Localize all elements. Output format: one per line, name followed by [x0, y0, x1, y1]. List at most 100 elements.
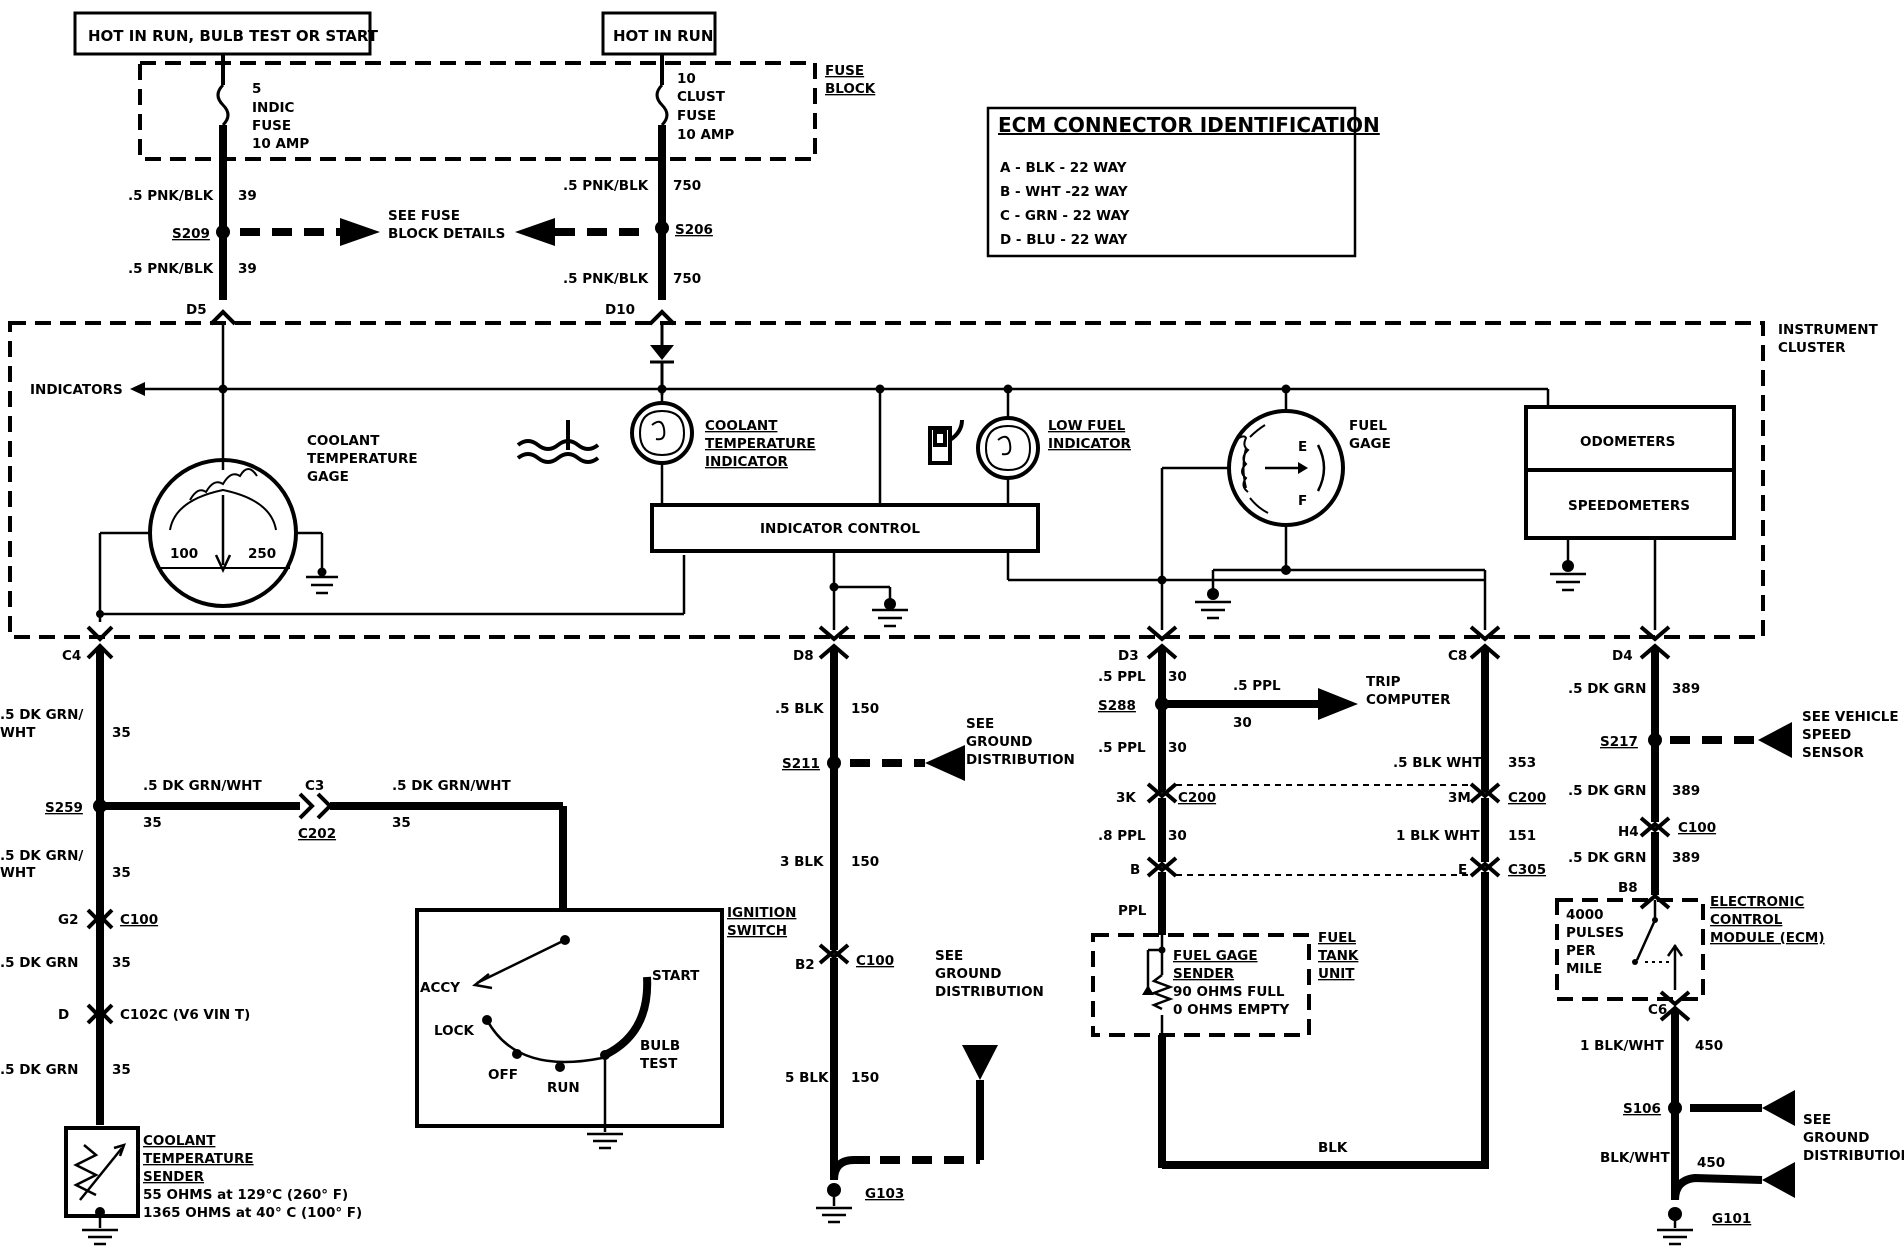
svg-text:D8: D8: [793, 648, 814, 664]
svg-text:A - BLK - 22 WAY: A - BLK - 22 WAY: [1000, 160, 1127, 176]
svg-text:C4: C4: [62, 648, 81, 664]
svg-text:35: 35: [143, 815, 162, 831]
coolant-temperature-indicator-lamp: [630, 395, 694, 505]
see-fuse-block-details: SEE FUSE BLOCK DETAILS: [388, 208, 505, 242]
svg-text:D3: D3: [1118, 648, 1139, 664]
svg-text:SEE: SEE: [966, 716, 994, 732]
ground-icon: [1550, 572, 1586, 592]
svg-text:55 OHMS at 129°C (260° F): 55 OHMS at 129°C (260° F): [143, 1187, 348, 1203]
svg-text:30: 30: [1168, 669, 1187, 685]
svg-text:4000: 4000: [1566, 907, 1604, 923]
arrow-right-icon: [1318, 688, 1358, 720]
svg-text:S106: S106: [1623, 1101, 1661, 1117]
svg-text:LOW FUEL: LOW FUEL: [1048, 418, 1126, 434]
svg-text:COMPUTER: COMPUTER: [1366, 692, 1451, 708]
splice-s206: [655, 221, 669, 235]
svg-text:100: 100: [170, 546, 198, 562]
electronic-control-module: 4000 PULSES PER MILE: [1555, 898, 1705, 1001]
svg-text:389: 389: [1672, 850, 1700, 866]
fuel-gage: E F: [1227, 409, 1345, 527]
wire-label: .5 PNK/BLK: [563, 178, 649, 194]
svg-text:.5 DK GRN/WHT: .5 DK GRN/WHT: [143, 778, 262, 794]
svg-text:B2: B2: [795, 957, 815, 973]
diode-icon: [650, 345, 674, 360]
svg-text:D4: D4: [1612, 648, 1633, 664]
svg-text:.5 DK GRN/WHT: .5 DK GRN/WHT: [392, 778, 511, 794]
svg-text:HOT IN RUN, BULB TEST OR START: HOT IN RUN, BULB TEST OR START: [88, 27, 379, 45]
svg-text:D - BLU - 22 WAY: D - BLU - 22 WAY: [1000, 232, 1128, 248]
svg-text:.5 DK GRN/: .5 DK GRN/: [0, 848, 83, 864]
svg-text:G101: G101: [1712, 1211, 1751, 1227]
svg-text:SEE VEHICLE: SEE VEHICLE: [1802, 709, 1899, 725]
splice-s209: [216, 225, 230, 239]
fuel-gage-label: FUEL GAGE: [1349, 418, 1391, 452]
svg-text:.5 BLK: .5 BLK: [775, 701, 824, 717]
instrument-cluster-label: INSTRUMENT CLUSTER: [1778, 322, 1879, 356]
svg-text:.5 DK GRN: .5 DK GRN: [0, 955, 78, 971]
svg-text:B - WHT -22 WAY: B - WHT -22 WAY: [1000, 184, 1128, 200]
svg-text:INDICATOR: INDICATOR: [705, 454, 789, 470]
svg-text:MILE: MILE: [1566, 961, 1602, 977]
svg-text:FUEL: FUEL: [1318, 930, 1356, 946]
svg-text:CLUST: CLUST: [677, 89, 726, 105]
vehicle-speed-sensor-label: SEE VEHICLE SPEED SENSOR: [1802, 709, 1899, 761]
svg-text:5: 5: [252, 81, 261, 97]
svg-text:TEST: TEST: [640, 1056, 678, 1072]
svg-text:TEMPERATURE: TEMPERATURE: [307, 451, 418, 467]
svg-text:3M: 3M: [1448, 790, 1471, 806]
arrow-left-icon: [515, 218, 555, 246]
ground-distribution-arrow-icon: [925, 745, 965, 781]
svg-text:WHT: WHT: [0, 865, 36, 881]
svg-text:.5 DK GRN/: .5 DK GRN/: [0, 707, 83, 723]
vehicle-speed-sensor-arrow-icon: [1758, 722, 1792, 758]
svg-text:IGNITION: IGNITION: [727, 905, 796, 921]
splice-s217: [1648, 733, 1662, 747]
indic-fuse-symbol: [216, 83, 230, 127]
svg-text:BLOCK: BLOCK: [825, 81, 876, 97]
coolant-temperature-gage: 100 250: [148, 458, 298, 608]
power-label-run-bulb: HOT IN RUN, BULB TEST OR START: [73, 11, 379, 56]
ground-distribution-arrow-icon: [1762, 1162, 1795, 1198]
svg-text:INSTRUMENT: INSTRUMENT: [1778, 322, 1879, 338]
fuel-tank-unit: [1091, 933, 1311, 1037]
see-ground-distribution-2: SEE GROUND DISTRIBUTION: [935, 948, 1044, 1000]
svg-text:SEE FUSE: SEE FUSE: [388, 208, 460, 224]
svg-text:.5 PPL: .5 PPL: [1098, 669, 1146, 685]
svg-text:.5 DK GRN: .5 DK GRN: [1568, 681, 1646, 697]
svg-text:FUSE: FUSE: [677, 108, 716, 124]
svg-text:INDIC: INDIC: [252, 100, 295, 116]
svg-text:.5 DK GRN: .5 DK GRN: [1568, 783, 1646, 799]
svg-text:D5: D5: [186, 302, 207, 318]
svg-text:.8 PPL: .8 PPL: [1098, 828, 1146, 844]
svg-text:C100: C100: [120, 912, 158, 928]
svg-text:C202: C202: [298, 826, 336, 842]
svg-text:BLOCK DETAILS: BLOCK DETAILS: [388, 226, 505, 242]
svg-text:C100: C100: [1678, 820, 1716, 836]
svg-text:SEE: SEE: [935, 948, 963, 964]
indicators-label: INDICATORS: [30, 382, 123, 398]
svg-text:E: E: [1458, 862, 1467, 878]
svg-text:S209: S209: [172, 226, 210, 242]
svg-text:C200: C200: [1508, 790, 1546, 806]
svg-text:S211: S211: [782, 756, 820, 772]
svg-text:5 BLK: 5 BLK: [785, 1070, 829, 1086]
svg-text:C305: C305: [1508, 862, 1546, 878]
wire-label: .5 PNK/BLK: [563, 271, 649, 287]
svg-text:INDICATOR CONTROL: INDICATOR CONTROL: [760, 521, 920, 537]
svg-text:35: 35: [112, 725, 131, 741]
svg-text:C8: C8: [1448, 648, 1467, 664]
svg-text:OFF: OFF: [488, 1067, 518, 1083]
svg-text:GAGE: GAGE: [307, 469, 349, 485]
fuel-tank-unit-label: FUEL TANK UNIT: [1318, 930, 1359, 982]
svg-text:ECM CONNECTOR IDENTIFICATION: ECM CONNECTOR IDENTIFICATION: [998, 113, 1380, 137]
svg-text:C - GRN - 22 WAY: C - GRN - 22 WAY: [1000, 208, 1130, 224]
svg-text:450: 450: [1697, 1155, 1725, 1171]
svg-text:UNIT: UNIT: [1318, 966, 1355, 982]
svg-text:S288: S288: [1098, 698, 1136, 714]
svg-text:90 OHMS FULL: 90 OHMS FULL: [1173, 984, 1285, 1000]
arrow-right-icon: [340, 218, 380, 246]
svg-text:GROUND: GROUND: [1803, 1130, 1869, 1146]
instrument-cluster-outline: [8, 321, 1765, 639]
svg-text:DISTRIBUTION: DISTRIBUTION: [966, 752, 1075, 768]
ecm-label: ELECTRONIC CONTROL MODULE (ECM): [1710, 894, 1825, 946]
